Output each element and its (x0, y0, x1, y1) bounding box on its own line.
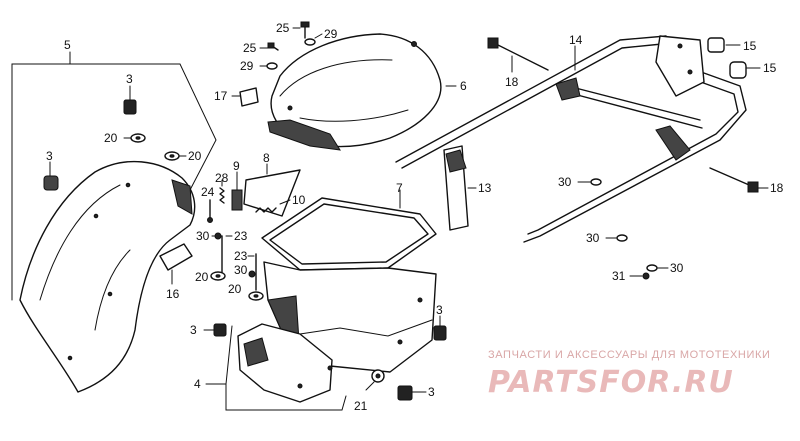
label-part-30: 30 (558, 175, 572, 189)
label-part-17: 17 (214, 89, 228, 103)
part-3-clip-bottom[interactable] (397, 385, 427, 401)
part-8-plate[interactable] (243, 163, 301, 217)
label-part-20: 20 (188, 149, 202, 163)
label-part-30: 30 (586, 231, 600, 245)
part-30-nut-b[interactable] (248, 270, 256, 278)
label-part-9: 9 (233, 159, 240, 173)
part-9-bracket[interactable] (231, 171, 243, 211)
label-part-3: 3 (126, 72, 133, 86)
label-part-6: 6 (460, 79, 467, 93)
label-part-25: 25 (243, 41, 257, 55)
part-28-spring[interactable] (219, 179, 225, 204)
part-30-nut-c[interactable] (577, 178, 602, 186)
part-16-pad[interactable] (159, 243, 193, 285)
part-10-spring[interactable] (255, 199, 291, 213)
label-part-5: 5 (64, 38, 71, 52)
part-5-bracket (11, 51, 217, 301)
label-part-24: 24 (201, 185, 215, 199)
part-25-screw-mid[interactable] (259, 42, 279, 51)
label-part-20: 20 (195, 270, 209, 284)
label-part-16: 16 (166, 287, 180, 301)
part-29-washer-top[interactable] (304, 33, 323, 46)
label-part-15: 15 (763, 61, 777, 75)
part-13-stay[interactable] (443, 145, 477, 231)
part-4-bracket (205, 325, 347, 411)
label-part-25: 25 (276, 21, 290, 35)
part-20-washer-b[interactable] (248, 291, 264, 301)
label-part-3: 3 (428, 385, 435, 399)
part-5-rear-fender[interactable] (19, 160, 196, 393)
part-29-washer-mid[interactable] (259, 62, 278, 70)
part-30-nut-a[interactable] (211, 232, 222, 240)
part-3-clip-lower-left[interactable] (203, 323, 227, 337)
label-part-23: 23 (234, 229, 248, 243)
label-part-30: 30 (196, 229, 210, 243)
part-3-grommet-left[interactable] (43, 161, 59, 191)
label-part-31: 31 (612, 269, 626, 283)
label-part-29: 29 (240, 59, 254, 73)
part-4-tray[interactable] (237, 261, 437, 403)
part-14-grab-rail[interactable] (395, 35, 747, 243)
part-15-collar-top[interactable] (707, 37, 741, 53)
label-part-13: 13 (478, 181, 492, 195)
label-part-29: 29 (324, 27, 338, 41)
label-part-15: 15 (743, 39, 757, 53)
label-part-18: 18 (505, 75, 519, 89)
label-part-30: 30 (670, 261, 684, 275)
part-3-clip-lower-right[interactable] (433, 315, 447, 341)
part-23-bolt-a[interactable] (221, 235, 233, 277)
part-25-screw-top[interactable] (292, 21, 310, 39)
part-15-collar-right[interactable] (729, 61, 761, 79)
part-31-screw[interactable] (629, 272, 650, 280)
label-part-23: 23 (234, 249, 248, 263)
label-part-3: 3 (436, 303, 443, 317)
label-part-4: 4 (194, 377, 201, 391)
label-part-3: 3 (46, 149, 53, 163)
part-3-clip-upper[interactable] (123, 85, 137, 115)
label-part-20: 20 (228, 282, 242, 296)
watermark-tagline: ЗАПЧАСТИ И АКСЕССУАРЫ ДЛЯ МОТОТЕХНИКИ (488, 349, 770, 361)
label-part-14: 14 (569, 33, 583, 47)
label-part-7: 7 (396, 181, 403, 195)
part-18-bolt-right[interactable] (709, 167, 769, 193)
part-21-grommet[interactable] (365, 369, 385, 391)
label-part-28: 28 (215, 171, 229, 185)
part-23-bolt-b[interactable] (247, 253, 257, 291)
label-part-21: 21 (354, 399, 368, 413)
part-17-plate[interactable] (231, 87, 259, 107)
part-18-bolt-top[interactable] (487, 37, 549, 73)
watermark-logo: PARTSFOR.RU (488, 365, 734, 400)
part-20-washer-mid[interactable] (164, 151, 187, 161)
part-30-nut-d[interactable] (605, 234, 628, 242)
label-part-20: 20 (104, 131, 118, 145)
label-part-3: 3 (190, 323, 197, 337)
part-20-washer-a[interactable] (210, 271, 226, 281)
part-20-washer-upper[interactable] (123, 133, 146, 143)
label-part-30: 30 (234, 263, 248, 277)
label-part-8: 8 (263, 151, 270, 165)
part-24-bolt[interactable] (207, 199, 213, 223)
part-30-nut-e[interactable] (646, 264, 669, 272)
label-part-18: 18 (770, 181, 784, 195)
label-part-10: 10 (292, 193, 306, 207)
part-6-seat-cowl[interactable] (267, 33, 457, 151)
